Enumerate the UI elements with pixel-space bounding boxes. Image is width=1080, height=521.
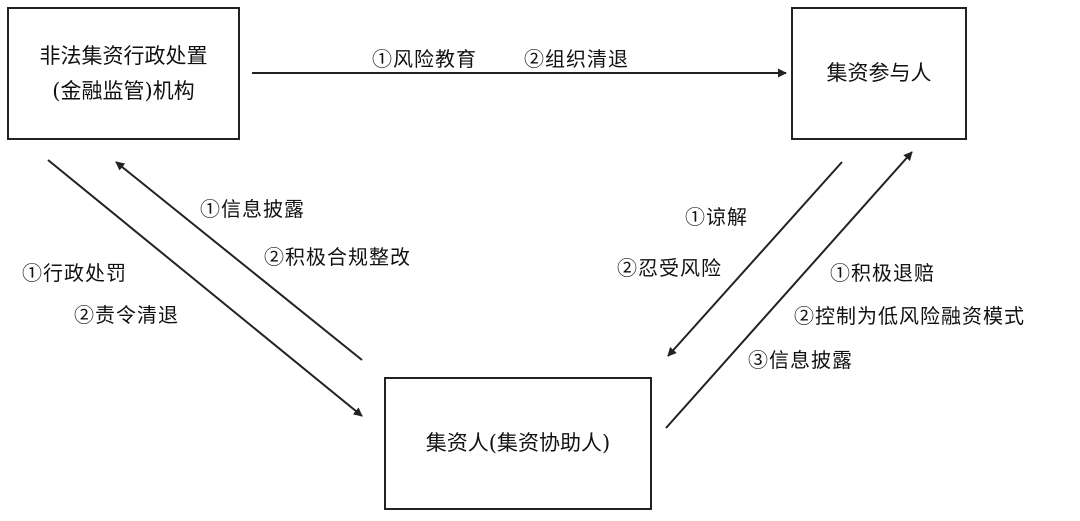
edge-label-bear-risk: ②忍受风险 — [617, 256, 722, 280]
edge-label-low-risk-model: ②控制为低风险融资模式 — [794, 304, 1025, 328]
node-regulator-line2: (金融监管)机构 — [52, 78, 195, 103]
edge-label-admin-penalty: ①行政处罚 — [22, 261, 127, 285]
edge-label-organized-exit: ②组织清退 — [524, 47, 629, 71]
node-raiser: 集资人(集资协助人) — [384, 377, 652, 510]
node-regulator: 非法集资行政处置 (金融监管)机构 — [7, 7, 240, 140]
node-regulator-line1: 非法集资行政处置 — [39, 43, 208, 68]
arrow-raiser-to-participant — [665, 151, 913, 429]
node-raiser-label: 集资人(集资协助人) — [425, 431, 611, 456]
node-participant: 集资参与人 — [791, 7, 967, 140]
arrow-raiser-to-regulator — [115, 161, 363, 361]
edge-label-info-disclosure: ①信息披露 — [200, 197, 305, 221]
arrow-regulator-to-raiser — [47, 159, 363, 417]
edge-label-info-disclosure-2: ③信息披露 — [748, 348, 853, 372]
edge-label-risk-education: ①风险教育 — [372, 47, 477, 71]
edge-label-active-refund: ①积极退赔 — [830, 261, 935, 285]
edge-label-forgiveness: ①谅解 — [685, 205, 748, 229]
node-participant-label: 集资参与人 — [826, 61, 932, 86]
arrow-participant-to-raiser — [667, 161, 843, 357]
edge-label-order-exit: ②责令清退 — [74, 303, 179, 327]
edge-label-compliance-rectify: ②积极合规整改 — [264, 245, 411, 269]
